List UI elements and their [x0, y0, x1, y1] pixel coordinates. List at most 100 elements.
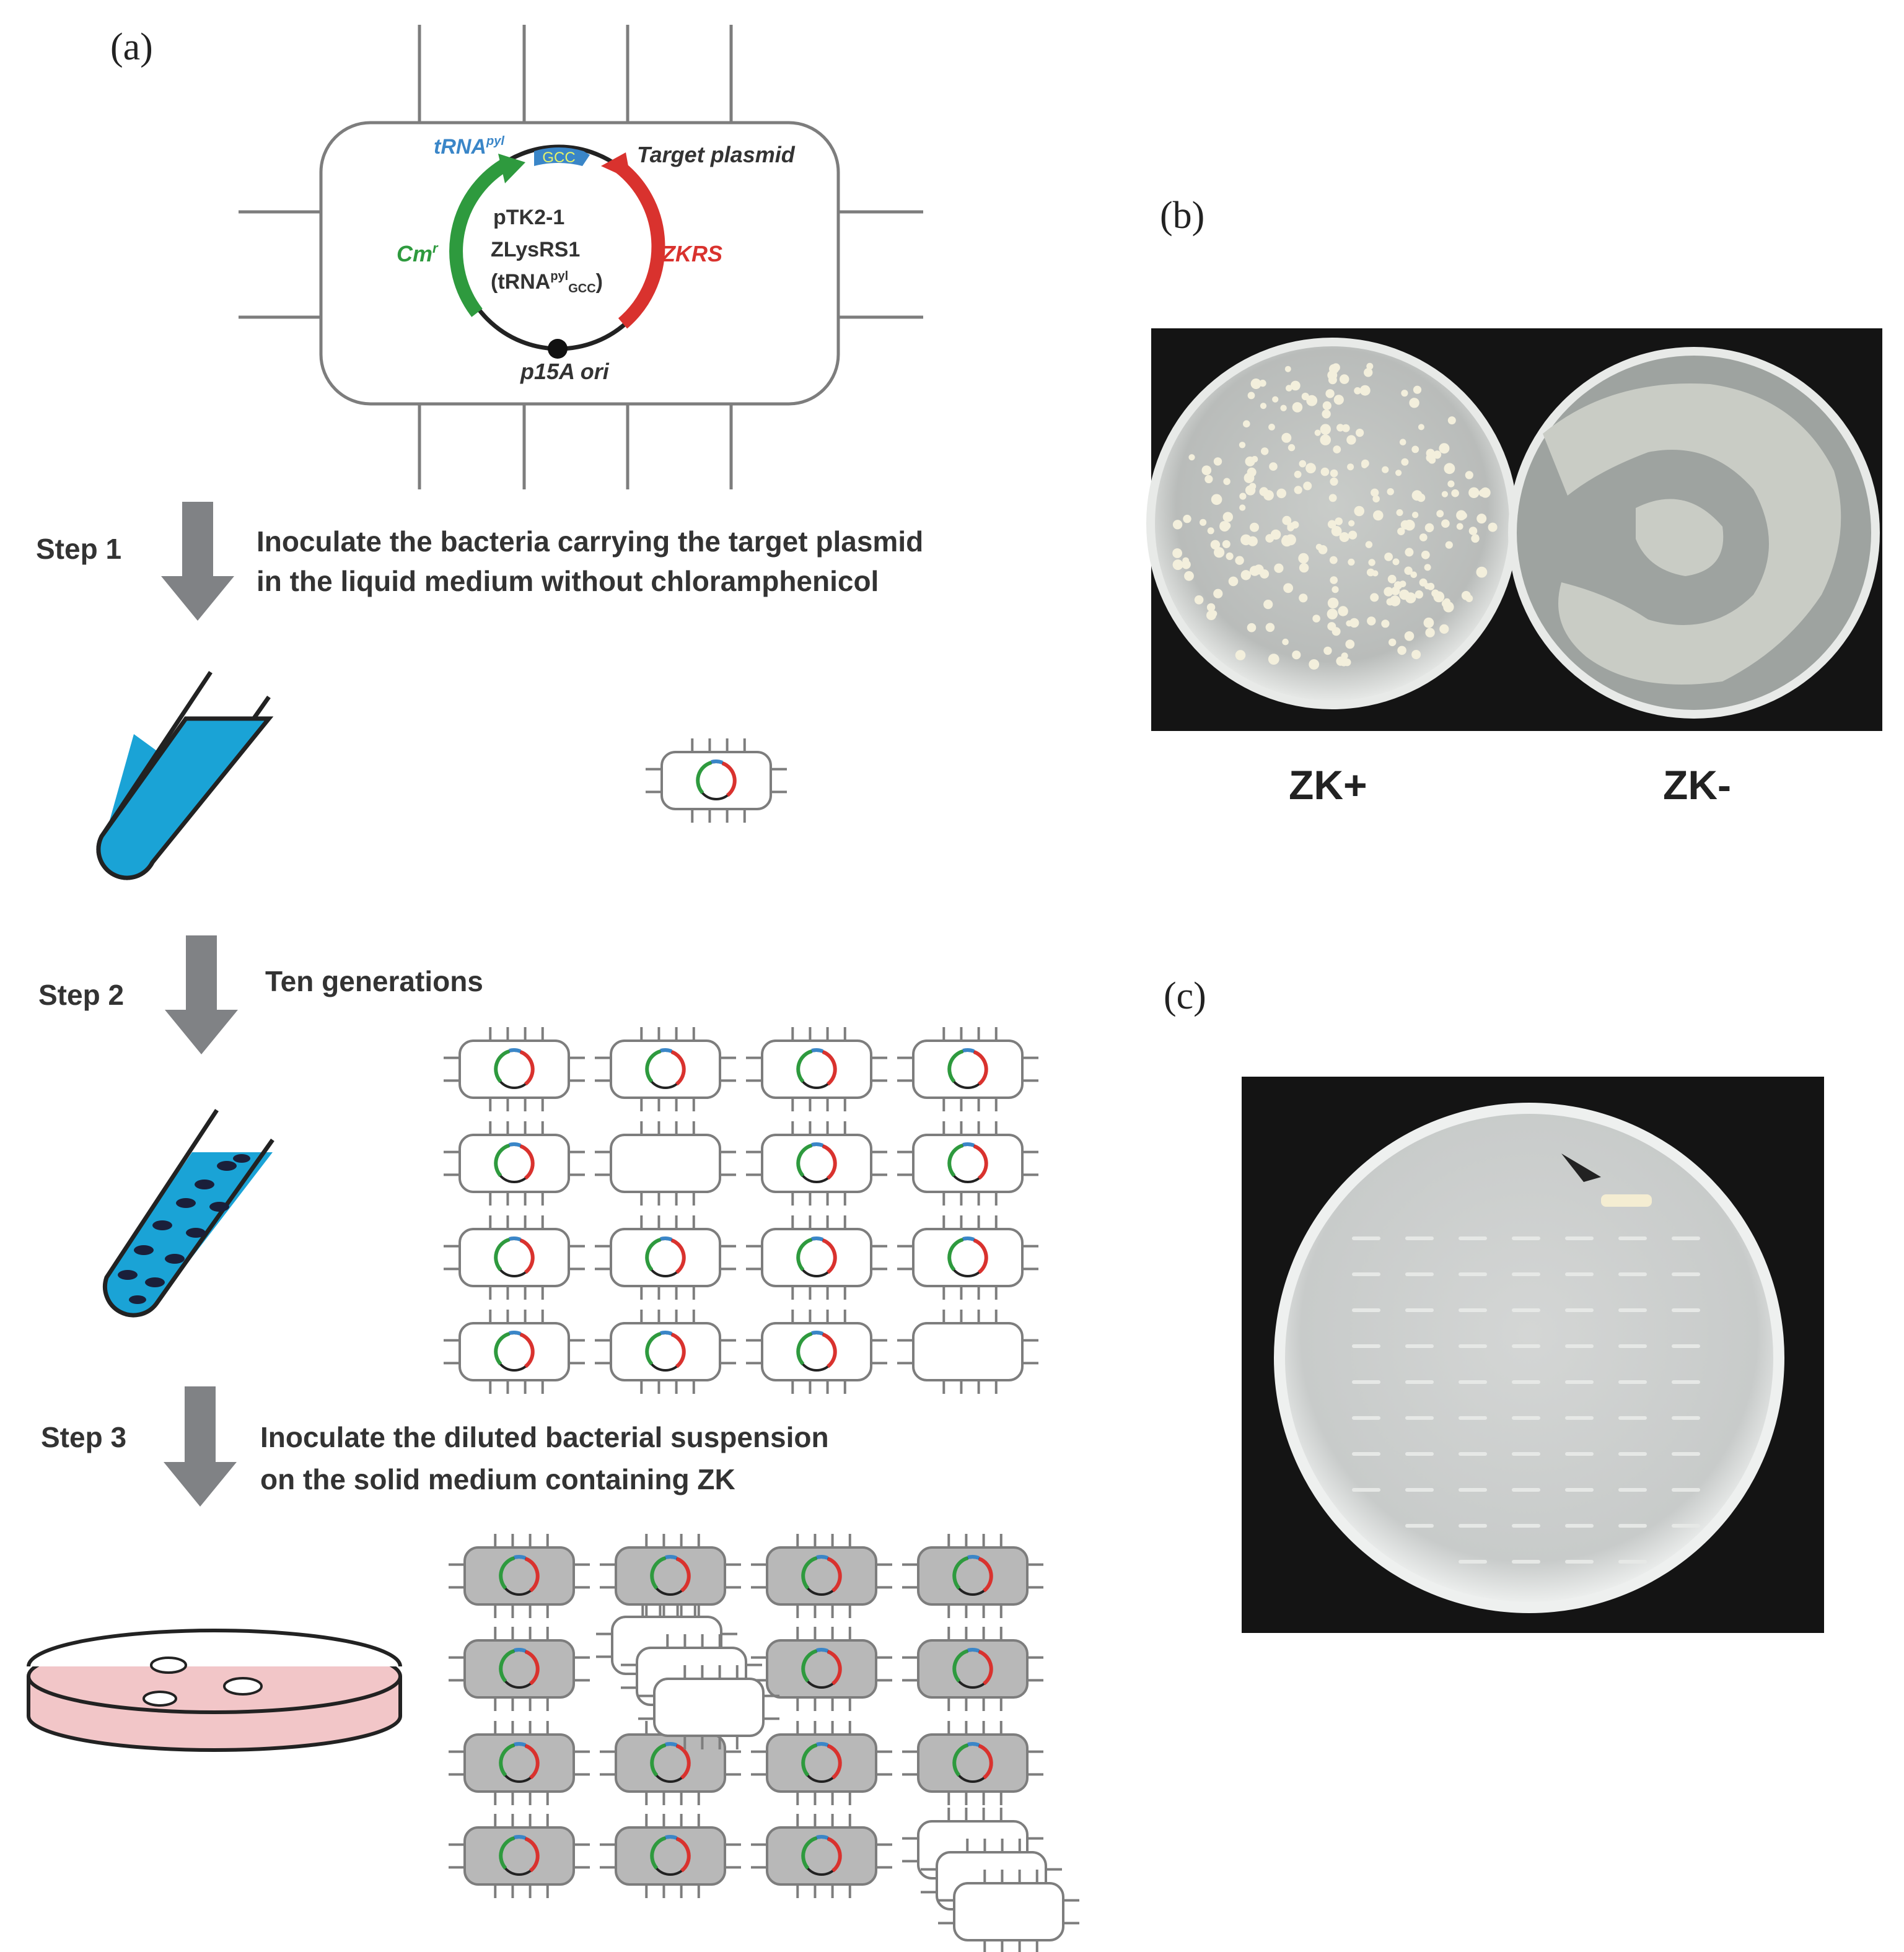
surviving-cell	[751, 1814, 892, 1898]
streak	[1618, 1272, 1647, 1276]
colony	[1472, 534, 1480, 541]
colony	[1384, 587, 1393, 597]
plates-photo	[1146, 328, 1882, 731]
colony	[1268, 654, 1279, 665]
arrowhead-marker	[1561, 1153, 1601, 1182]
colony	[1320, 434, 1331, 445]
colony	[1243, 420, 1250, 427]
plasmid-name-3-suffix: )	[596, 270, 603, 294]
bacterial-cell	[897, 1027, 1038, 1111]
surviving-cell	[902, 1721, 1043, 1805]
colony	[1276, 488, 1286, 499]
colony	[1347, 463, 1354, 471]
streak	[1459, 1272, 1487, 1276]
colony	[1314, 429, 1321, 436]
colony	[1423, 617, 1434, 628]
plasmid-free-cell	[897, 1310, 1038, 1394]
colony	[1274, 563, 1284, 573]
colony	[1281, 432, 1292, 443]
colony	[1312, 615, 1320, 623]
colony	[1418, 424, 1424, 431]
streak	[1405, 1380, 1434, 1384]
colony	[1335, 517, 1343, 525]
colony	[1331, 526, 1342, 536]
colony	[1411, 512, 1419, 519]
colony	[1265, 534, 1274, 543]
colony	[1488, 522, 1498, 532]
streak	[1459, 1416, 1487, 1420]
trna-label: tRNA	[434, 135, 486, 159]
colony	[1336, 656, 1346, 666]
colony	[1294, 486, 1302, 494]
colony	[1269, 462, 1278, 471]
colony	[1424, 583, 1431, 590]
colony	[1188, 454, 1195, 461]
colony	[1247, 392, 1255, 400]
colony	[1194, 595, 1204, 605]
colony	[1426, 449, 1435, 458]
colony	[1468, 487, 1480, 498]
step3-text-1: Inoculate the diluted bacterial suspensi…	[260, 1421, 829, 1453]
colony	[1284, 365, 1291, 372]
colony	[1456, 523, 1463, 530]
colony	[1409, 398, 1419, 408]
bacterial-cell	[595, 1027, 736, 1111]
zkrs-arc	[614, 160, 665, 329]
colony	[1348, 520, 1355, 527]
streak	[1459, 1308, 1487, 1312]
colony	[1228, 576, 1239, 587]
panel-label-b: (b)	[1160, 195, 1204, 237]
colony	[1201, 465, 1212, 475]
trna-sup: pyl	[486, 134, 504, 148]
colony	[1315, 543, 1323, 551]
colony	[1354, 387, 1361, 395]
step2-text: Ten generations	[265, 965, 483, 997]
colony	[1292, 650, 1301, 660]
colony	[1410, 571, 1417, 579]
colony	[1389, 638, 1397, 647]
colony	[1223, 478, 1231, 485]
colony	[1361, 459, 1369, 468]
streak	[1565, 1452, 1594, 1456]
svg-text:(tRNApylGCC): (tRNApylGCC)	[491, 269, 603, 295]
colony	[1441, 519, 1450, 528]
colony	[1478, 489, 1486, 497]
anticodon-label: GCC	[542, 149, 575, 166]
step2-arrow	[165, 935, 238, 1054]
colony	[1240, 534, 1252, 546]
bacterial-cell	[444, 1121, 585, 1206]
colony	[1294, 470, 1302, 478]
streak	[1512, 1488, 1540, 1492]
colony	[1285, 534, 1296, 546]
colony	[1329, 556, 1338, 564]
colony	[1240, 570, 1252, 580]
colony	[1405, 548, 1414, 557]
colony	[1436, 510, 1444, 518]
colony	[1372, 495, 1380, 503]
plasmid-name-2: ZLysRS1	[491, 238, 580, 261]
panel-label-c: (c)	[1164, 975, 1206, 1017]
colony	[1183, 514, 1191, 523]
colony	[1368, 559, 1375, 566]
streak	[1352, 1452, 1380, 1456]
streak	[1565, 1380, 1594, 1384]
streak	[1672, 1488, 1700, 1492]
colony	[1447, 416, 1456, 425]
colony	[1286, 385, 1292, 392]
streak	[1459, 1344, 1487, 1348]
step1-text-2: in the liquid medium without chloramphen…	[257, 565, 879, 597]
colony	[1348, 530, 1358, 540]
streak	[1459, 1524, 1487, 1528]
streak	[1672, 1416, 1700, 1420]
streak	[1672, 1524, 1700, 1528]
growing-colony	[1601, 1194, 1652, 1207]
svg-text:tRNApyl: tRNApyl	[434, 134, 504, 159]
colony	[1290, 380, 1301, 391]
cm-sup: r	[432, 240, 439, 256]
colony	[1346, 435, 1356, 445]
streak	[1512, 1272, 1540, 1276]
colony	[1476, 566, 1488, 578]
colony	[1424, 564, 1431, 571]
colony	[1327, 520, 1336, 529]
colony	[1172, 559, 1183, 571]
